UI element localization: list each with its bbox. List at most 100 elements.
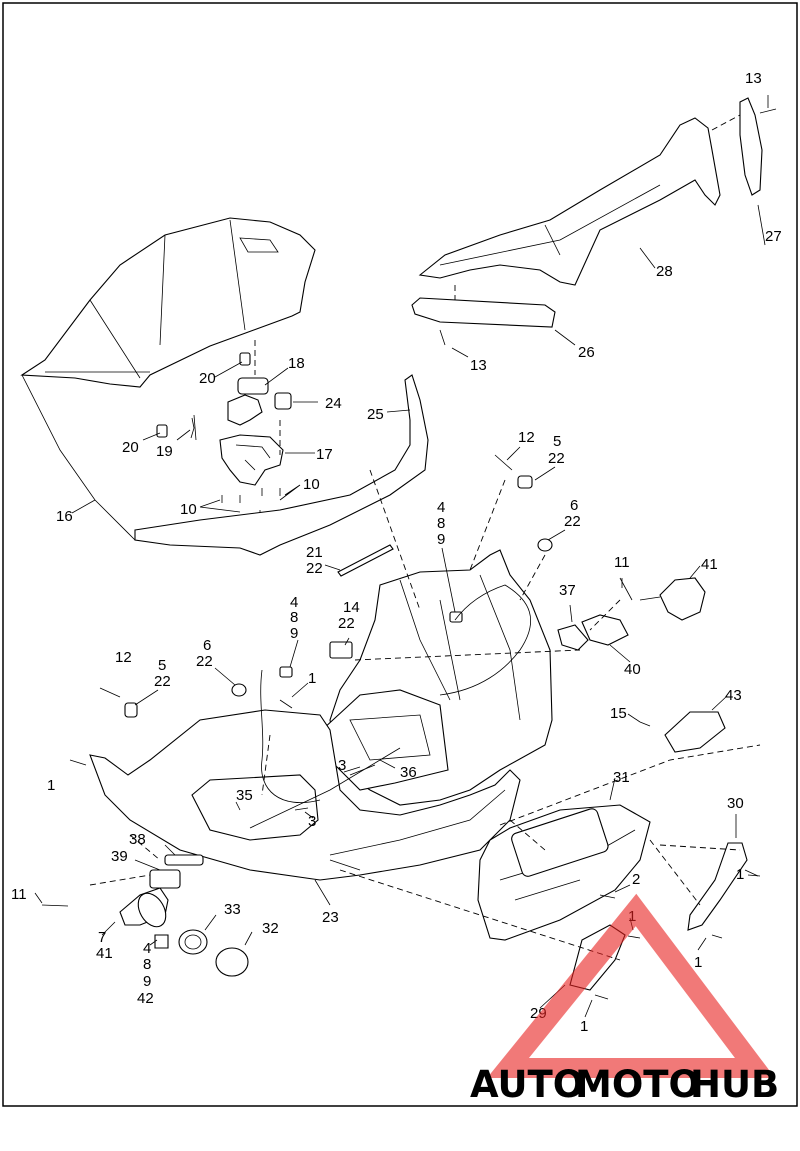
callout-20b: 20 bbox=[122, 439, 139, 456]
turn-signal-right-part-41 bbox=[639, 577, 706, 621]
callout-4a: 4 bbox=[437, 499, 445, 516]
callout-10b: 10 bbox=[180, 501, 197, 518]
housing-part-40 bbox=[581, 614, 629, 646]
seal-part-21 bbox=[337, 544, 394, 577]
callout-23: 23 bbox=[322, 909, 339, 926]
callout-27: 27 bbox=[765, 228, 782, 245]
callout-20a: 20 bbox=[199, 370, 216, 387]
headlamp-part-31 bbox=[477, 804, 651, 941]
callout-22b: 22 bbox=[564, 513, 581, 530]
tray-part-35 bbox=[191, 774, 319, 841]
bulb-part-42 bbox=[154, 934, 169, 949]
callout-1a: 1 bbox=[308, 670, 316, 687]
callout-42: 42 bbox=[137, 990, 154, 1007]
adjuster-part-18 bbox=[227, 377, 269, 426]
callout-30: 30 bbox=[727, 795, 744, 812]
wiring bbox=[249, 584, 531, 829]
callout-3a: 3 bbox=[338, 757, 346, 774]
watermark-moto: MOTO bbox=[575, 1063, 700, 1106]
watermark-hub: HUB bbox=[690, 1063, 779, 1106]
callout-1b: 1 bbox=[47, 777, 55, 794]
callout-11b: 11 bbox=[11, 886, 27, 903]
callout-35: 35 bbox=[236, 787, 253, 804]
callout-38: 38 bbox=[129, 831, 146, 848]
callout-9a: 9 bbox=[437, 531, 445, 548]
callout-1f: 1 bbox=[580, 1018, 588, 1035]
grommet-part-6b bbox=[231, 683, 247, 697]
mount-bracket-part-17 bbox=[219, 434, 284, 486]
trim-strip-part-26 bbox=[411, 297, 556, 328]
callout-40: 40 bbox=[624, 661, 641, 678]
callout-15: 15 bbox=[610, 705, 627, 722]
nut-part-5b bbox=[124, 702, 138, 718]
callout-37: 37 bbox=[559, 582, 576, 599]
callout-22d: 22 bbox=[338, 615, 355, 632]
clip-part-14 bbox=[329, 641, 353, 659]
assembly-dash-lines bbox=[89, 114, 761, 961]
callout-4b: 4 bbox=[290, 594, 298, 611]
callout-43: 43 bbox=[725, 687, 742, 704]
callout-18: 18 bbox=[288, 355, 305, 372]
gasket-part-37 bbox=[557, 624, 589, 651]
callout-labels: 13 27 28 26 13 18 20 24 25 20 19 17 10 1… bbox=[11, 70, 782, 1035]
callout-41a: 41 bbox=[701, 556, 718, 573]
connector-part-4b bbox=[279, 666, 293, 678]
callout-4c: 4 bbox=[143, 940, 151, 957]
callout-17: 17 bbox=[316, 446, 333, 463]
callout-19: 19 bbox=[156, 443, 173, 460]
bracket-part-36 bbox=[321, 689, 449, 791]
callout-2: 2 bbox=[632, 871, 640, 888]
callout-39: 39 bbox=[111, 848, 128, 865]
callout-9c: 9 bbox=[143, 973, 151, 990]
callout-22a: 22 bbox=[548, 450, 565, 467]
callout-8b: 8 bbox=[290, 609, 298, 626]
callout-22e: 22 bbox=[154, 673, 171, 690]
callout-32: 32 bbox=[262, 920, 279, 937]
bulb-socket-part-33 bbox=[178, 929, 208, 955]
watermark-auto: AUTO bbox=[470, 1063, 584, 1106]
callout-13b: 13 bbox=[470, 357, 487, 374]
inner-fairing-trim-part-25 bbox=[134, 374, 429, 556]
side-trim-part-27 bbox=[739, 97, 763, 196]
cover-part-32 bbox=[215, 947, 249, 977]
bracket-part-43 bbox=[664, 711, 726, 753]
callout-8a: 8 bbox=[437, 515, 445, 532]
nut-part-5a bbox=[517, 475, 533, 489]
fairing-cap-part-28 bbox=[418, 117, 721, 286]
callout-5a: 5 bbox=[553, 433, 561, 450]
leader-lines bbox=[34, 95, 769, 1018]
callout-16: 16 bbox=[56, 508, 73, 525]
spring-part-19 bbox=[190, 414, 197, 441]
callout-24: 24 bbox=[325, 395, 342, 412]
callout-14: 14 bbox=[343, 599, 360, 616]
callout-13a: 13 bbox=[745, 70, 762, 87]
callout-3b: 3 bbox=[308, 813, 316, 830]
clip-part-20b bbox=[156, 424, 168, 438]
callout-1e: 1 bbox=[694, 954, 702, 971]
callout-1d: 1 bbox=[736, 866, 744, 883]
watermark-logo bbox=[487, 893, 776, 1078]
grommet-part-6a bbox=[537, 538, 553, 552]
callout-28: 28 bbox=[656, 263, 673, 280]
callout-12b: 12 bbox=[115, 649, 132, 666]
windshield-part-16 bbox=[20, 217, 316, 541]
callout-5b: 5 bbox=[158, 657, 166, 674]
callout-8c: 8 bbox=[143, 956, 151, 973]
screws-part-10 bbox=[221, 488, 281, 523]
callout-11a: 11 bbox=[614, 554, 630, 571]
callout-25: 25 bbox=[367, 406, 384, 423]
diagram-border bbox=[2, 2, 798, 1107]
callout-9b: 9 bbox=[290, 625, 298, 642]
callout-7: 7 bbox=[98, 929, 106, 946]
callout-22c: 22 bbox=[306, 560, 323, 577]
clip-part-20a bbox=[239, 352, 251, 366]
callout-21: 21 bbox=[306, 544, 323, 561]
fasteners bbox=[41, 108, 777, 1000]
callout-33: 33 bbox=[224, 901, 241, 918]
bracket-part-30 bbox=[687, 842, 748, 931]
callout-6b: 6 bbox=[203, 637, 211, 654]
callout-36: 36 bbox=[400, 764, 417, 781]
callout-41b: 41 bbox=[96, 945, 113, 962]
